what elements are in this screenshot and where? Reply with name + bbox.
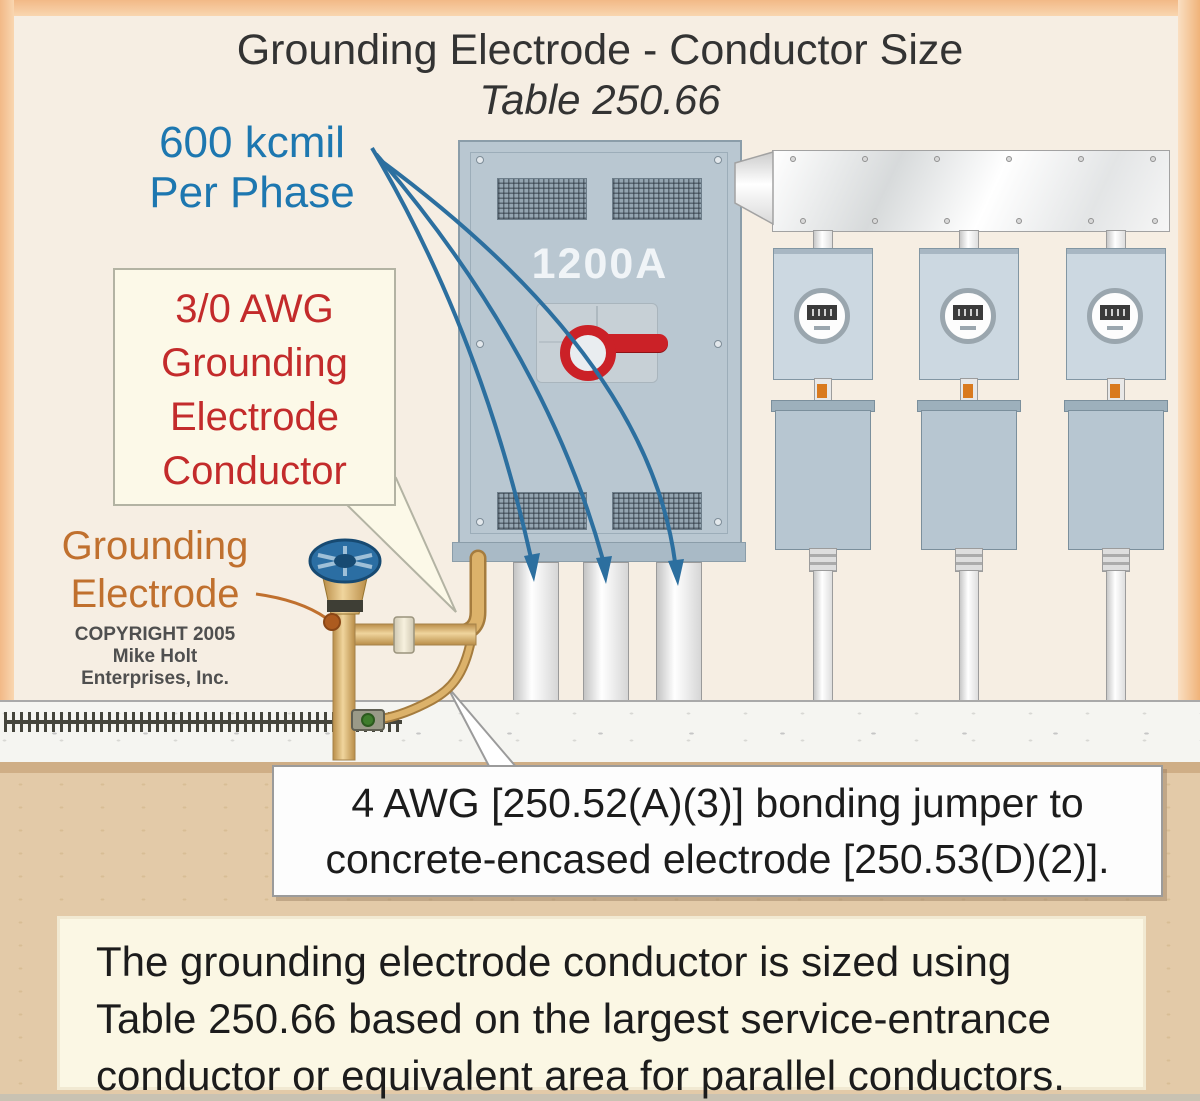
valve-packing-nut	[327, 600, 363, 612]
concrete-footing	[0, 700, 1200, 767]
gec-callout-line3: Electrode	[170, 395, 339, 439]
tenant-riser-conduit	[813, 570, 833, 712]
conduit-coupling	[809, 548, 837, 572]
bonding-jumper-line1: 4 AWG [250.52(A)(3)] bonding jumper to	[351, 780, 1084, 826]
switchboard-rating-label: 1200A	[531, 240, 669, 288]
screw-icon	[476, 156, 484, 164]
pipe-clamp-icon	[323, 613, 341, 631]
copyright-line2: Mike Holt	[112, 646, 198, 667]
pipe-coupling	[393, 616, 415, 654]
screw-icon	[714, 156, 722, 164]
ground-bottom-edge	[0, 1094, 1200, 1101]
per-phase-line1: 600 kcmil	[159, 118, 345, 167]
screw-icon	[1078, 156, 1084, 162]
tenant-riser-conduit	[1106, 570, 1126, 712]
screw-icon	[1150, 156, 1156, 162]
screw-icon	[790, 156, 796, 162]
per-phase-label: 600 kcmil Per Phase	[92, 118, 412, 218]
screw-icon	[1088, 218, 1094, 224]
conduit-coupling	[1102, 548, 1130, 572]
grounding-electrode-label: Grounding Electrode	[30, 522, 280, 618]
rule-summary-line3: conductor or equivalent area for paralle…	[96, 1052, 1065, 1099]
screw-icon	[1016, 218, 1022, 224]
tenant-disconnect-1	[775, 410, 871, 550]
rule-summary-line2: Table 250.66 based on the largest servic…	[96, 995, 1051, 1042]
gec-callout-line1: 3/0 AWG	[175, 287, 334, 331]
service-conduit-phase-c	[656, 562, 702, 710]
screw-icon	[476, 340, 484, 348]
vent-grille-top-right	[612, 178, 702, 220]
tenant-riser-conduit	[959, 570, 979, 712]
meter-icon	[940, 288, 996, 344]
switchboard-bottom-flange	[452, 542, 746, 562]
gec-wire-outline	[447, 549, 487, 642]
screw-icon	[1006, 156, 1012, 162]
vent-grille-bottom-left	[497, 492, 587, 530]
valve-body	[322, 577, 368, 615]
per-phase-line2: Per Phase	[149, 168, 355, 217]
gec-wire	[450, 552, 484, 639]
screw-icon	[476, 518, 484, 526]
screw-icon	[1152, 218, 1158, 224]
grounding-electrode-line2: Electrode	[70, 572, 240, 616]
meter-dial	[1107, 326, 1123, 330]
screw-icon	[714, 518, 722, 526]
conduit-coupling	[955, 548, 983, 572]
switch-handle-pivot	[560, 325, 616, 381]
concrete-encased-electrode	[4, 712, 402, 732]
screw-icon	[872, 218, 878, 224]
nipple-bushing	[1110, 384, 1120, 398]
copyright-line1: COPYRIGHT 2005	[74, 624, 236, 645]
bonding-jumper-line2: concrete-encased electrode [250.53(D)(2)…	[325, 836, 1110, 882]
grounding-electrode-line1: Grounding	[61, 524, 249, 568]
service-conduit-phase-a	[513, 562, 559, 710]
copyright-notice: COPYRIGHT 2005 Mike Holt Enterprises, In…	[45, 624, 265, 690]
gec-callout-line4: Conductor	[162, 449, 347, 493]
service-conduit-phase-b	[583, 562, 629, 710]
valve-handwheel-icon	[308, 538, 382, 584]
vent-grille-bottom-right	[612, 492, 702, 530]
handwheel-spokes	[317, 546, 373, 576]
frame-border-top	[0, 0, 1200, 16]
rule-summary-box: The grounding electrode conductor is siz…	[57, 916, 1146, 1099]
wireway	[772, 150, 1170, 232]
nipple-bushing	[817, 384, 827, 398]
handwheel-hub	[334, 554, 356, 568]
screw-icon	[934, 156, 940, 162]
diagram-subtitle: Table 250.66	[479, 76, 721, 123]
screw-icon	[944, 218, 950, 224]
tenant-disconnect-2	[921, 410, 1017, 550]
meter-display	[1100, 305, 1130, 320]
gec-callout-box: 3/0 AWG Grounding Electrode Conductor	[113, 268, 396, 506]
water-pipe-horizontal	[343, 623, 477, 646]
rule-summary-line1: The grounding electrode conductor is siz…	[96, 938, 1012, 985]
screw-icon	[714, 340, 722, 348]
screw-icon	[800, 218, 806, 224]
meter-display	[807, 305, 837, 320]
bonding-jumper-note-box: 4 AWG [250.52(A)(3)] bonding jumper to c…	[272, 765, 1163, 897]
vent-grille-top-left	[497, 178, 587, 220]
nipple-bushing	[963, 384, 973, 398]
meter-display	[953, 305, 983, 320]
meter-dial	[960, 326, 976, 330]
tenant-disconnect-3	[1068, 410, 1164, 550]
valve-collar	[328, 569, 362, 581]
screw-icon	[862, 156, 868, 162]
frame-border-left	[0, 0, 14, 704]
copyright-line3: Enterprises, Inc.	[81, 668, 229, 689]
meter-dial	[814, 326, 830, 330]
frame-border-right	[1178, 0, 1200, 704]
gec-callout-line2: Grounding	[161, 341, 348, 385]
diagram-title: Grounding Electrode - Conductor Size	[236, 26, 964, 74]
